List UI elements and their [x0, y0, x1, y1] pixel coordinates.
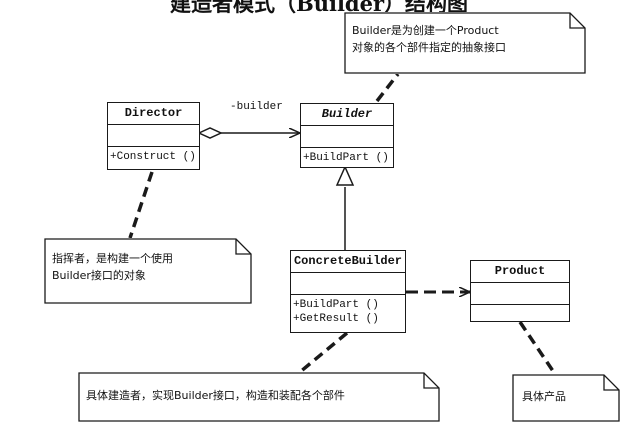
aggregation-diamond — [197, 127, 223, 139]
note-anchor-product — [518, 321, 557, 375]
note-line: Builder接口的对象 — [52, 269, 146, 282]
note-product: 具体产品 — [512, 374, 620, 422]
class-name: ConcreteBuilder — [291, 251, 405, 273]
class-attributes — [471, 283, 569, 305]
note-line: 指挥者，是构建一个使用 — [52, 252, 173, 265]
note-anchor-concrete-builder — [298, 331, 349, 374]
note-concrete-builder: 具体建造者，实现Builder接口，构造和装配各个部件 — [78, 372, 440, 422]
operation: +BuildPart () — [303, 152, 389, 164]
generalization-triangle — [335, 165, 355, 186]
operation: +BuildPart () — [293, 299, 379, 311]
class-name: Product — [471, 261, 569, 283]
class-attributes — [301, 126, 393, 148]
note-outline — [44, 238, 252, 304]
aggregation-connector — [197, 127, 300, 139]
operation: +GetResult () — [293, 313, 379, 325]
note-outline — [344, 12, 586, 74]
note-anchor-builder — [375, 72, 400, 103]
class-attributes — [108, 125, 199, 147]
note-builder: Builder是为创建一个Product 对象的各个部件指定的抽象接口 — [344, 12, 586, 74]
operation: +Construct () — [110, 151, 196, 163]
note-line: 具体产品 — [522, 390, 566, 403]
class-product[interactable]: Product — [470, 260, 570, 322]
class-builder[interactable]: Builder +BuildPart () — [300, 103, 394, 168]
class-name: Builder — [301, 104, 393, 126]
association-role-label: -builder — [230, 101, 283, 113]
note-outline — [78, 372, 440, 422]
class-operations: +BuildPart () +GetResult () — [291, 295, 405, 326]
class-concrete-builder[interactable]: ConcreteBuilder +BuildPart () +GetResult… — [290, 250, 406, 333]
note-line: 具体建造者，实现Builder接口，构造和装配各个部件 — [86, 389, 345, 402]
note-anchor-director — [128, 171, 154, 239]
note-outline — [512, 374, 620, 422]
class-name: Director — [108, 103, 199, 125]
generalization-connector — [335, 165, 355, 250]
note-line: 对象的各个部件指定的抽象接口 — [352, 41, 506, 54]
note-director: 指挥者，是构建一个使用 Builder接口的对象 — [44, 238, 252, 304]
class-director[interactable]: Director +Construct () — [107, 102, 200, 170]
class-attributes — [291, 273, 405, 295]
class-operations: +BuildPart () — [301, 148, 393, 165]
class-operations: +Construct () — [108, 147, 199, 164]
class-operations — [471, 305, 569, 308]
note-line: Builder是为创建一个Product — [352, 24, 499, 37]
